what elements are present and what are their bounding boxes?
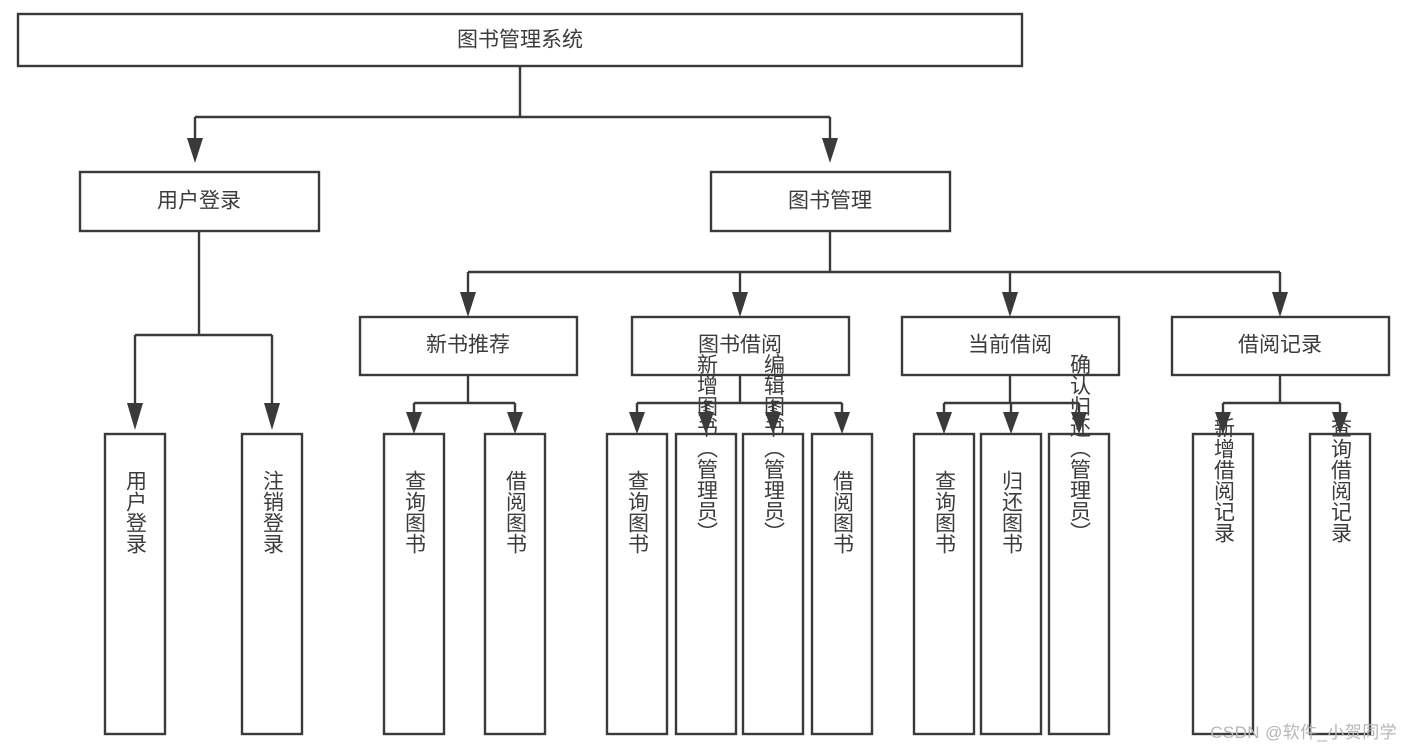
node-book-manage-label: 图书管理 (788, 190, 872, 213)
arrow-head-new-book-recommend (460, 292, 476, 317)
leaf-br-add-record-label: 新增借阅记录 (1212, 417, 1236, 543)
arrow-head-cb-leaf-3 (1071, 412, 1087, 434)
leaf-nbr-query-book-label: 查询图书 (403, 470, 427, 554)
leaf-br-query-record[interactable]: 查询借阅记录 (1308, 417, 1372, 736)
leaf-cb-query-book[interactable]: 查询图书 (912, 432, 976, 736)
leaf-user-login[interactable]: 用户登录 (103, 432, 167, 736)
arrow-head-br-leaf-2 (1332, 412, 1348, 434)
node-new-book-recommend-label: 新书推荐 (426, 334, 510, 357)
leaf-cb-confirm-return-label: 确认归还（管理员） (1068, 354, 1092, 543)
csdn-watermark: CSDN @软件_小贺同学 (1210, 723, 1397, 742)
connector-group-root (187, 66, 838, 163)
leaf-nbr-borrow-book[interactable]: 借阅图书 (483, 432, 547, 736)
leaf-cb-return-book[interactable]: 归还图书 (979, 432, 1043, 736)
arrow-head-borrow-record (1272, 292, 1288, 317)
arrow-head-leaf-logout (264, 403, 280, 430)
node-borrow-record[interactable]: 借阅记录 (1170, 315, 1391, 377)
leaf-br-query-record-box[interactable] (1308, 432, 1372, 736)
leaf-logout-label: 注销登录 (261, 470, 285, 554)
leaf-cb-query-book-label: 查询图书 (933, 470, 957, 554)
node-current-borrow[interactable]: 当前借阅 (900, 315, 1121, 377)
leaf-bb-borrow-book-box[interactable] (810, 432, 874, 736)
node-book-borrow-label: 图书借阅 (698, 334, 782, 357)
node-current-borrow-box[interactable] (900, 315, 1121, 377)
leaf-bb-borrow-book-label: 借阅图书 (831, 470, 855, 554)
arrow-head-book-manage (822, 138, 838, 163)
node-borrow-record-label: 借阅记录 (1238, 334, 1322, 357)
connector-group-user-login (127, 231, 280, 430)
arrow-head-br-leaf-1 (1215, 412, 1231, 434)
node-book-manage-box[interactable] (709, 170, 952, 233)
node-new-book-recommend-box[interactable] (358, 315, 579, 377)
leaf-bb-edit-book[interactable]: 编辑图书（管理员） (741, 354, 805, 736)
leaf-logout-box[interactable] (240, 432, 304, 736)
node-book-borrow[interactable]: 图书借阅 (630, 315, 851, 377)
leaf-br-query-record-label: 查询借阅记录 (1329, 417, 1353, 543)
leaf-user-login-box[interactable] (103, 432, 167, 736)
node-new-book-recommend[interactable]: 新书推荐 (358, 315, 579, 377)
leaf-nbr-borrow-book-box[interactable] (483, 432, 547, 736)
arrow-head-cb-leaf-2 (1003, 412, 1019, 434)
leaf-cb-query-book-box[interactable] (912, 432, 976, 736)
leaf-bb-edit-book-box[interactable] (741, 432, 805, 736)
leaf-bb-add-book[interactable]: 新增图书（管理员） (674, 354, 738, 736)
node-user-login-label: 用户登录 (157, 190, 241, 213)
leaf-cb-confirm-return-box[interactable] (1047, 432, 1111, 736)
connector-group-book-borrow (629, 375, 850, 434)
arrow-head-book-borrow (732, 292, 748, 317)
leaf-nbr-query-book[interactable]: 查询图书 (382, 432, 446, 736)
leaf-bb-edit-book-label: 编辑图书（管理员） (762, 354, 786, 543)
leaf-bb-query-book[interactable]: 查询图书 (605, 432, 669, 736)
leaf-user-login-label: 用户登录 (124, 470, 148, 554)
arrow-head-leaf-user-login (127, 403, 143, 430)
arrow-head-nbr-leaf-1 (406, 412, 422, 434)
leaf-br-add-record[interactable]: 新增借阅记录 (1191, 417, 1255, 736)
leaf-br-add-record-box[interactable] (1191, 432, 1255, 736)
arrow-head-current-borrow (1002, 292, 1018, 317)
leaf-cb-return-book-box[interactable] (979, 432, 1043, 736)
leaf-cb-confirm-return[interactable]: 确认归还（管理员） (1047, 354, 1111, 736)
node-root-box[interactable] (16, 12, 1024, 68)
arrow-head-bb-leaf-1 (629, 412, 645, 434)
leaf-bb-query-book-label: 查询图书 (626, 470, 650, 554)
node-book-manage[interactable]: 图书管理 (709, 170, 952, 233)
arrow-head-bb-leaf-4 (834, 412, 850, 434)
leaf-nbr-query-book-box[interactable] (382, 432, 446, 736)
node-root[interactable]: 图书管理系统 (16, 12, 1024, 68)
node-current-borrow-label: 当前借阅 (968, 334, 1052, 357)
arrow-head-cb-leaf-1 (936, 412, 952, 434)
node-user-login-box[interactable] (78, 170, 321, 233)
connector-group-new-book-recommend (406, 375, 523, 434)
arrow-head-bb-leaf-2 (698, 412, 714, 434)
leaf-bb-query-book-box[interactable] (605, 432, 669, 736)
node-user-login[interactable]: 用户登录 (78, 170, 321, 233)
connector-group-book-manage (460, 231, 1288, 317)
node-root-label: 图书管理系统 (457, 29, 583, 52)
arrow-head-nbr-leaf-2 (507, 412, 523, 434)
leaf-logout[interactable]: 注销登录 (240, 432, 304, 736)
arrow-head-user-login (187, 138, 203, 163)
leaf-bb-add-book-label: 新增图书（管理员） (695, 354, 719, 543)
node-borrow-record-box[interactable] (1170, 315, 1391, 377)
leaf-bb-add-book-box[interactable] (674, 432, 738, 736)
node-book-borrow-box[interactable] (630, 315, 851, 377)
leaf-cb-return-book-label: 归还图书 (1000, 470, 1024, 554)
connector-group-current-borrow (936, 375, 1087, 434)
leaf-nbr-borrow-book-label: 借阅图书 (504, 470, 528, 554)
connector-group-borrow-record (1215, 375, 1348, 434)
leaf-bb-borrow-book[interactable]: 借阅图书 (810, 432, 874, 736)
arrow-head-bb-leaf-3 (765, 412, 781, 434)
